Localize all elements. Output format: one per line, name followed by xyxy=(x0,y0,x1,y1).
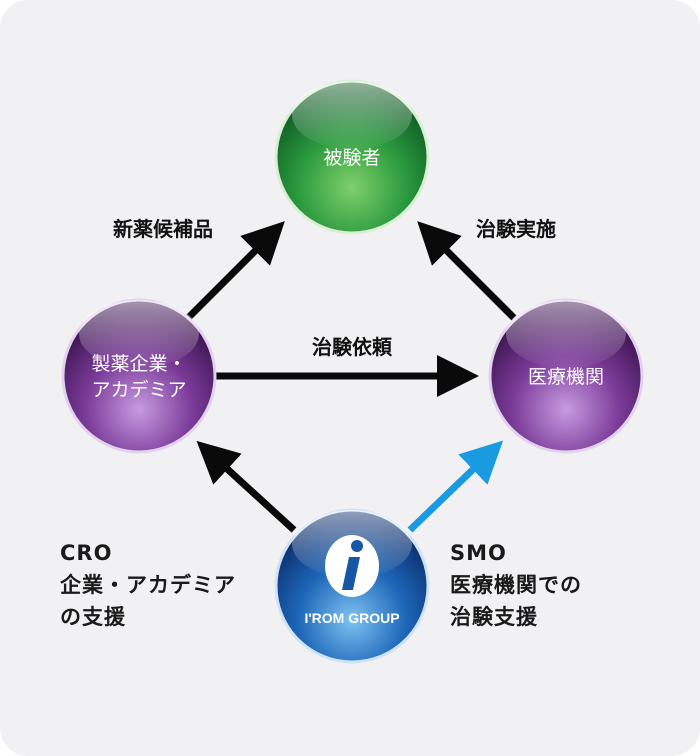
arrow-irom-to-pharma xyxy=(196,440,297,533)
irom-logo-icon xyxy=(325,535,379,597)
arrow-irom-to-medical xyxy=(407,440,504,533)
node-subjects-label: 被験者 xyxy=(323,147,380,169)
node-irom-label: I'ROM GROUP xyxy=(304,610,399,626)
node-medical-label: 医療機関 xyxy=(528,366,604,388)
node-pharma-academia: 製薬企業・ アカデミア xyxy=(61,298,217,454)
note-cro-line3: の支援 xyxy=(60,605,126,629)
note-smo-line2: 医療機関での xyxy=(450,573,582,597)
note-smo-line1: SMO xyxy=(450,541,507,565)
node-pharma-label-line2: アカデミア xyxy=(91,379,186,401)
note-cro: CRO 企業・アカデミア の支援 xyxy=(59,541,236,629)
note-smo-line3: 治験支援 xyxy=(450,605,538,629)
arrow-medical-to-subjects xyxy=(417,221,517,321)
node-subjects: 被験者 xyxy=(274,79,430,235)
edge-label-drug-candidate: 新薬候補品 xyxy=(113,217,213,241)
node-pharma-label-line1: 製薬企業・ xyxy=(91,353,186,375)
edge-label-trial-execution: 治験実施 xyxy=(476,217,556,241)
note-cro-line1: CRO xyxy=(60,541,112,565)
node-irom-group: I'ROM GROUP xyxy=(274,508,430,664)
node-medical-institution: 医療機関 xyxy=(488,298,644,454)
edge-label-trial-request: 治験依頼 xyxy=(312,335,393,359)
note-cro-line2: 企業・アカデミア xyxy=(59,573,236,597)
note-smo: SMO 医療機関での 治験支援 xyxy=(450,541,582,629)
arrow-pharma-to-subjects xyxy=(185,221,285,321)
